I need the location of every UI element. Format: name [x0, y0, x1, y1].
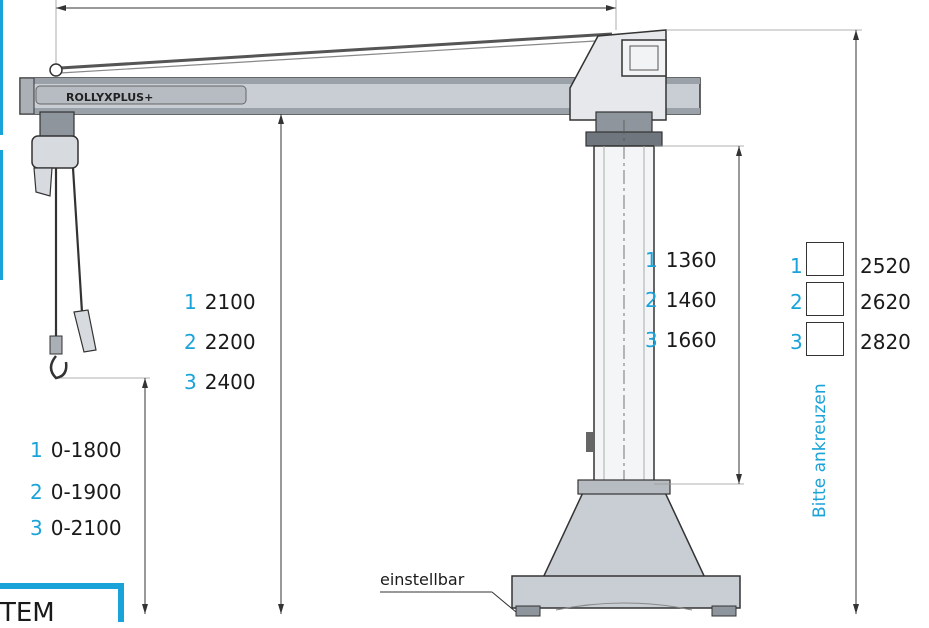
- tie-rod: [59, 32, 613, 70]
- total-height-checkbox-3[interactable]: [806, 322, 844, 356]
- page-accent-top: [0, 0, 3, 135]
- check-hint: Bitte ankreuzen: [810, 383, 830, 518]
- total-height-index-2: 2: [790, 290, 803, 314]
- total-height-index-1: 1: [790, 254, 803, 278]
- adjustable-label: einstellbar: [380, 570, 465, 589]
- total-height-value-2: 2620: [860, 290, 911, 314]
- page-corner-frame: [0, 583, 124, 622]
- hoist-trolley: [39, 111, 75, 139]
- total-height-checkbox-1[interactable]: [806, 242, 844, 276]
- brand-label: ROLLYXPLUS+: [66, 91, 154, 104]
- crane-base: [540, 485, 708, 581]
- page-accent-middle: [0, 150, 3, 280]
- total-height-checkbox-2[interactable]: [806, 282, 844, 316]
- load-hook: [49, 355, 68, 380]
- total-height-value-1: 2520: [860, 254, 911, 278]
- total-height-value-3: 2820: [860, 330, 911, 354]
- partial-heading-text: TEM: [0, 598, 55, 628]
- total-height-index-3: 3: [790, 330, 803, 354]
- chain-hoist: [31, 135, 79, 169]
- pendant-control: [73, 309, 97, 353]
